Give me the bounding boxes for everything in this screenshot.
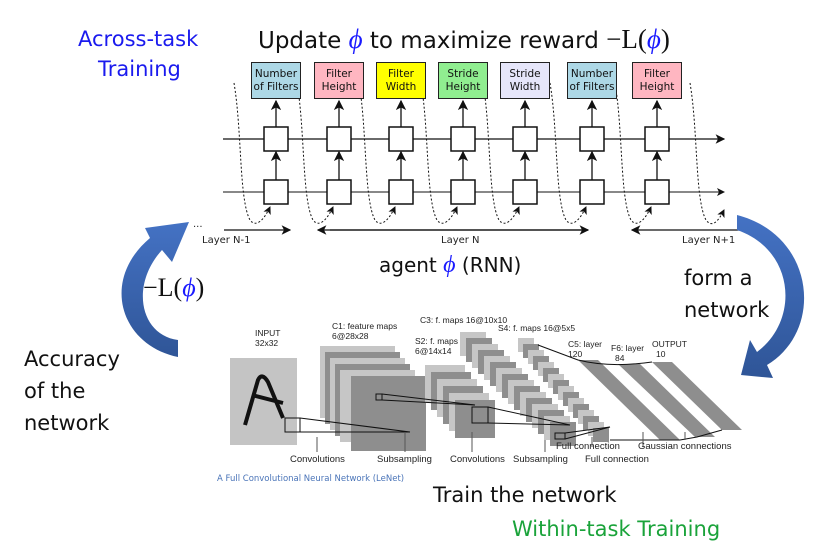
headline-prefix: Update	[258, 28, 349, 54]
rnn-feedback-curve	[233, 82, 271, 224]
lenet-connection-lines	[284, 344, 723, 441]
layer-next-label: Layer N+1	[682, 235, 736, 246]
lenet-c5-band	[578, 360, 680, 440]
rnn-cell-bottom	[326, 179, 352, 205]
within-task-title: Within-task Training	[512, 517, 721, 541]
accuracy-line: Accuracy	[24, 347, 120, 371]
stage-subsampling-2: Subsampling	[513, 454, 568, 465]
agent-label-suffix: (RNN)	[455, 253, 522, 277]
accuracy-label: Accuracy of the network	[24, 343, 120, 439]
letter-a-bar	[251, 393, 284, 405]
across-task-title: Across-task Training	[78, 24, 198, 84]
layer-current-label: Layer N	[441, 235, 480, 246]
s4-feature-map	[593, 428, 609, 442]
lenet-stage-ticks	[316, 432, 686, 452]
feedback-loss-suffix: )	[195, 273, 205, 302]
form-line: form a	[684, 266, 753, 290]
stage-subsampling-1: Subsampling	[377, 454, 432, 465]
stage-convolutions-2: Convolutions	[450, 454, 505, 465]
ellipsis-left: ...	[193, 219, 203, 230]
stage-convolutions-1: Convolutions	[290, 454, 345, 465]
agent-label-phi: ϕ	[443, 252, 456, 278]
headline-loss-prefix: −L(	[606, 24, 647, 54]
lenet-input-image	[230, 358, 297, 445]
across-task-title-line1: Across-task	[78, 27, 199, 51]
headline: Update ϕ to maximize reward −L(ϕ)	[258, 24, 670, 55]
rnn-feedback-curve	[358, 82, 396, 224]
agent-label: agent ϕ (RNN)	[379, 252, 521, 279]
feedback-loss-phi: ϕ	[182, 273, 196, 302]
headline-loss-suffix: )	[660, 24, 670, 54]
rnn-cell-top	[326, 126, 352, 152]
rnn-cell-bottom	[388, 179, 414, 205]
rnn-feedback-curve	[420, 82, 458, 224]
headline-middle: to maximize reward	[362, 28, 607, 54]
rnn-cell-bottom	[512, 179, 538, 205]
form-network-label: form a network	[684, 262, 769, 326]
accuracy-line: network	[24, 411, 110, 435]
rnn-cell-bottom	[450, 179, 476, 205]
lenet-s4-maps	[518, 338, 609, 442]
rnn-diagram	[223, 82, 740, 235]
rnn-feedback-curve	[296, 82, 334, 224]
lenet-c1-maps	[320, 346, 426, 451]
feedback-loss-prefix: −L(	[143, 273, 183, 302]
lenet-c3-label: C3: f. maps 16@10x10	[420, 315, 508, 325]
accuracy-line: of the	[24, 379, 86, 403]
rnn-feedback-curve	[482, 82, 520, 224]
lenet-f6-band	[618, 364, 715, 437]
lenet-s2-maps	[425, 365, 495, 438]
headline-loss-phi: ϕ	[646, 24, 661, 54]
rnn-feedback-curve	[614, 82, 652, 224]
letter-a-stroke	[243, 374, 285, 426]
c3-feature-map	[550, 422, 576, 446]
feedback-loss: −L(ϕ)	[143, 272, 204, 303]
lenet-output-band	[652, 362, 742, 430]
lenet-s4-label: S4: f. maps 16@5x5	[498, 323, 576, 333]
stage-gaussian-connections: Gaussian connections	[638, 441, 732, 452]
layer-prev-label: Layer N-1	[202, 235, 251, 246]
form-line: network	[684, 298, 770, 322]
stage-full-connection-2: Full connection	[585, 454, 649, 465]
stage-full-connection-1: Full connection	[556, 441, 620, 452]
headline-phi: ϕ	[348, 24, 363, 54]
headline-loss: −L(ϕ)	[606, 24, 670, 54]
rnn-cell-top	[579, 126, 605, 152]
lenet-c3-maps	[460, 332, 576, 446]
agent-label-prefix: agent	[379, 253, 444, 277]
lenet-caption: A Full Convolutional Neural Network (LeN…	[217, 474, 405, 484]
train-network-label: Train the network	[433, 483, 617, 507]
across-task-title-line2: Training	[98, 57, 181, 81]
rnn-feedback-curve	[549, 82, 587, 224]
